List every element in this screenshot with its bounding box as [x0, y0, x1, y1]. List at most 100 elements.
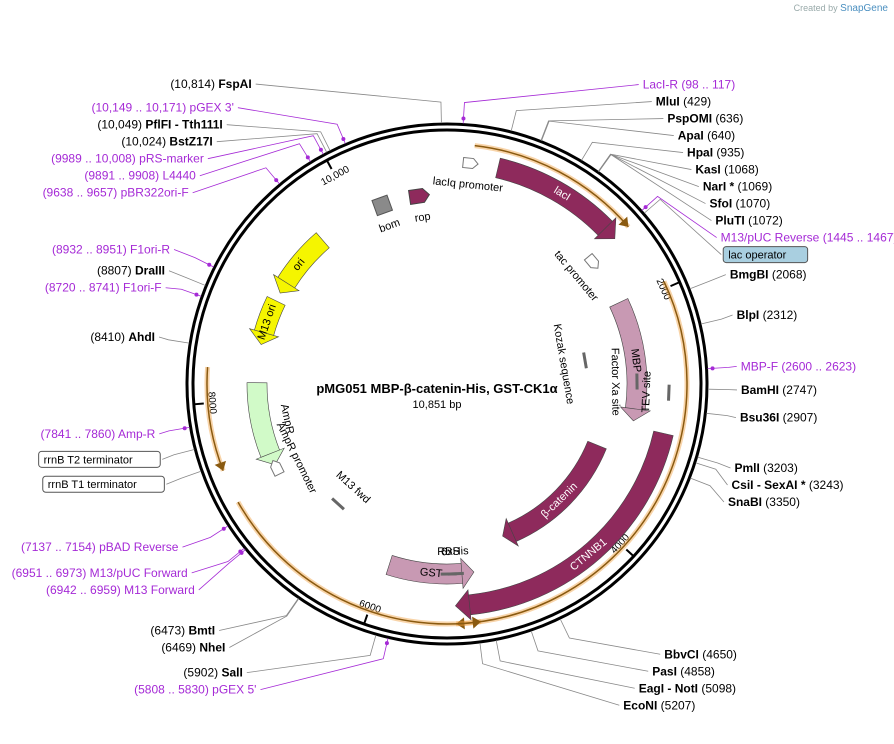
leader-rrnb-t2-terminator — [162, 449, 195, 460]
primer-mark-laci-r — [461, 116, 466, 121]
enzyme-mlui: MluI (429) — [656, 95, 711, 109]
site-kozak-sequence — [582, 352, 588, 369]
leader-amp-r — [159, 426, 190, 435]
leader-fspai — [255, 83, 442, 124]
label-6xhis: 6xHis — [441, 545, 470, 558]
enzyme-pluti: PluTI (1072) — [715, 214, 782, 228]
snapgene-credit: Created by SnapGene — [794, 3, 888, 14]
primer-mark-pgex-5 — [384, 641, 389, 646]
leader-m13-forward — [198, 549, 246, 591]
primer-mark-amp-r — [182, 426, 187, 431]
leader-ahdi — [158, 336, 190, 344]
label-bom: bom — [378, 217, 402, 236]
primer-mark-l4440 — [305, 155, 310, 160]
orf-arc-0 — [474, 144, 629, 228]
enzyme-bmti: (6473) BmtI — [150, 623, 215, 637]
enzyme-bsu36i: Bsu36I (2907) — [740, 411, 817, 425]
enzyme-csii-sexai: CsiI - SexAI * (3243) — [731, 478, 843, 492]
site-labels: LacI-R (98 .. 117)MluI (429)PspOMI (636)… — [12, 77, 894, 712]
box-lac-operator — [722, 246, 809, 264]
leader-econi — [479, 642, 620, 706]
primer-m13-puc-forward: (6951 .. 6973) M13/pUC Forward — [12, 566, 188, 580]
primer-pgex-3: (10,149 .. 10,171) pGEX 3' — [91, 101, 233, 115]
enzyme-bbvci: BbvCI (4650) — [664, 647, 737, 661]
feature-ampr — [246, 382, 285, 466]
leader-rrnb-t1-terminator — [166, 470, 202, 485]
primer-pbad-reverse: (7137 .. 7154) pBAD Reverse — [21, 540, 179, 554]
enzyme-snabi: SnaBI (3350) — [728, 495, 800, 509]
enzyme-pspomi: PspOMI (636) — [667, 112, 743, 126]
feature-m13-ori — [248, 296, 286, 345]
leader-blpi — [700, 314, 733, 325]
box-label-rrnb-t2-terminator: rrnB T2 terminator — [44, 454, 133, 466]
leader-pflfi-tth111i — [226, 124, 331, 151]
leader-pluti — [598, 154, 712, 221]
enzyme-draiii: (8807) DraIII — [97, 264, 165, 278]
feature-label-mbp: MBP — [628, 348, 643, 373]
primer-mark-f1ori-f — [194, 292, 199, 297]
leader-pbr322ori-f — [192, 167, 280, 194]
enzyme-nhei: (6469) NheI — [161, 640, 225, 654]
credit-prefix: Created by — [793, 3, 838, 13]
feature-label-gst: GST — [419, 566, 443, 580]
feature-laci — [495, 157, 617, 240]
label-laciq-promoter: lacIq promoter — [432, 175, 504, 194]
enzyme-bamhi: BamHI (2747) — [741, 383, 817, 397]
primer-f1ori-r: (8932 .. 8951) F1ori-R — [52, 243, 170, 257]
enzyme-nari: NarI * (1069) — [703, 180, 772, 194]
tick-mark-2000 — [670, 281, 681, 288]
leader-nari — [598, 153, 699, 187]
leader-bstz17i — [216, 133, 328, 153]
tick-mark-8000 — [193, 402, 204, 406]
tick-label-10000: 10,000 — [319, 164, 352, 188]
enzyme-bmgbi: BmgBI (2068) — [730, 268, 807, 282]
backbone-ring — [185, 122, 709, 646]
enzyme-pmli: PmlI (3203) — [734, 461, 797, 475]
leader-m13-puc-forward — [191, 548, 245, 574]
primer-f1ori-f: (8720 .. 8741) F1ori-F — [45, 281, 162, 295]
plasmid-title-block: pMG051 MBP-β-catenin-His, GST-CK1α 10,85… — [316, 381, 557, 411]
enzyme-econi: EcoNI (5207) — [623, 698, 695, 712]
backbone-outer-strand — [185, 122, 709, 646]
leader-bamhi — [707, 388, 737, 391]
primer-mark-f1ori-r — [207, 262, 212, 267]
primer-mark-prs-marker — [318, 147, 323, 152]
site-factor-xa-site — [635, 373, 639, 390]
leader-pgex-3 — [237, 107, 346, 144]
promoter-laciq-promoter — [462, 156, 479, 170]
label-rop: rop — [414, 211, 431, 225]
primer-pbr322ori-f: (9638 .. 9657) pBR322ori-F — [43, 186, 189, 200]
feature-rop — [408, 187, 431, 205]
leader-bsu36i — [706, 412, 737, 419]
primer-mark-pbad-reverse — [221, 526, 226, 531]
leader-apai — [541, 120, 674, 141]
site-rbs — [440, 572, 457, 576]
orf-arc-2 — [237, 501, 482, 625]
orf-arcs — [204, 143, 690, 630]
enzyme-sfoi: SfoI (1070) — [710, 197, 771, 211]
leader-csii-sexai — [695, 462, 728, 486]
leader-lac-operator — [644, 198, 722, 255]
leader-snabi — [690, 477, 725, 503]
leader-mbp-f — [707, 365, 737, 370]
leader-bbvci — [559, 618, 661, 655]
promoter-ampr-promoter — [270, 459, 285, 477]
primer-mark-mbp-f — [710, 366, 715, 371]
primer-mbp-f: MBP-F (2600 .. 2623) — [741, 359, 856, 373]
label-factor-xa-site: Factor Xa site — [609, 348, 622, 416]
feature-mbp — [609, 298, 652, 422]
enzyme-pasi: PasI (4858) — [652, 664, 715, 678]
label-m13-fwd: M13 fwd — [333, 469, 372, 506]
label-tev-site: TEV site — [640, 371, 654, 413]
primer-mark-pgex-3 — [341, 137, 346, 142]
box-rrnb-t2-terminator — [38, 450, 161, 468]
box-label-rrnb-t1-terminator: rrnB T1 terminator — [48, 479, 137, 491]
credit-brand: SnapGene — [840, 3, 888, 14]
primer-pgex-5: (5808 .. 5830) pGEX 5' — [134, 683, 256, 697]
feature-bom — [371, 194, 394, 217]
tick-mark-10000 — [325, 159, 333, 170]
orf-arc-head-3 — [214, 460, 226, 471]
primer-mark-pbr322ori-f — [274, 178, 279, 183]
